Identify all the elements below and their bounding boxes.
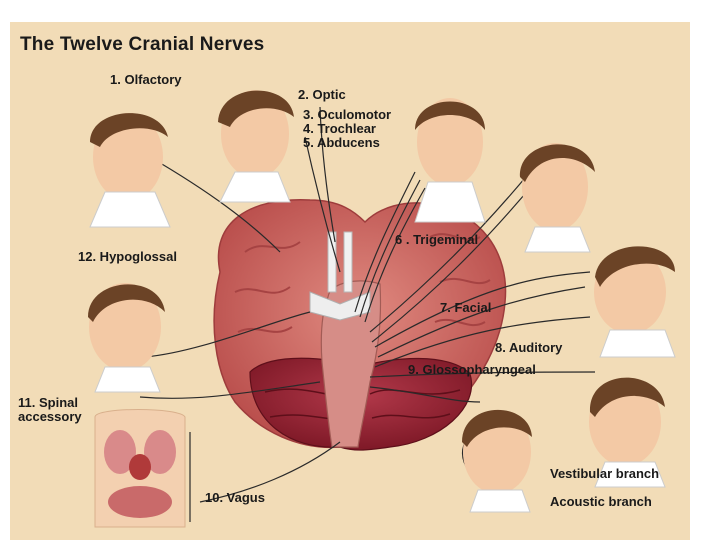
- head-optic: [218, 90, 294, 202]
- diagram-panel: The Twelve Cranial Nerves 1. Olfactory 2…: [10, 22, 690, 540]
- label-vestibular-branch: Vestibular branch: [550, 466, 659, 481]
- head-glossopharyngeal: [462, 410, 532, 512]
- head-oculomotor: [415, 98, 485, 222]
- label-abducens: 5. Abducens: [303, 136, 380, 150]
- label-olfactory: 1. Olfactory: [110, 72, 182, 87]
- label-trochlear: 4. Trochlear: [303, 122, 376, 136]
- head-facial: [594, 246, 675, 357]
- label-accessory: accessory: [18, 410, 82, 424]
- label-acoustic-branch: Acoustic branch: [550, 494, 652, 509]
- head-trigeminal: [520, 143, 595, 252]
- label-vagus: 10. Vagus: [205, 490, 265, 505]
- label-optic: 2. Optic: [298, 87, 346, 102]
- label-auditory: 8. Auditory: [495, 340, 562, 355]
- head-hypoglossal: [88, 283, 165, 392]
- label-hypoglossal: 12. Hypoglossal: [78, 249, 177, 264]
- label-glossopharyngeal: 9. Glossopharyngeal: [408, 362, 536, 377]
- cranial-nerves-illustration: [10, 22, 690, 540]
- label-trigeminal: 6 . Trigeminal: [395, 232, 478, 247]
- diagram-title: The Twelve Cranial Nerves: [20, 34, 264, 56]
- head-olfactory: [90, 113, 170, 227]
- label-oculomotor: 3. Oculomotor: [303, 108, 391, 122]
- torso-organs: [95, 410, 185, 528]
- label-facial: 7. Facial: [440, 300, 491, 315]
- label-spinal: 11. Spinal: [18, 396, 78, 410]
